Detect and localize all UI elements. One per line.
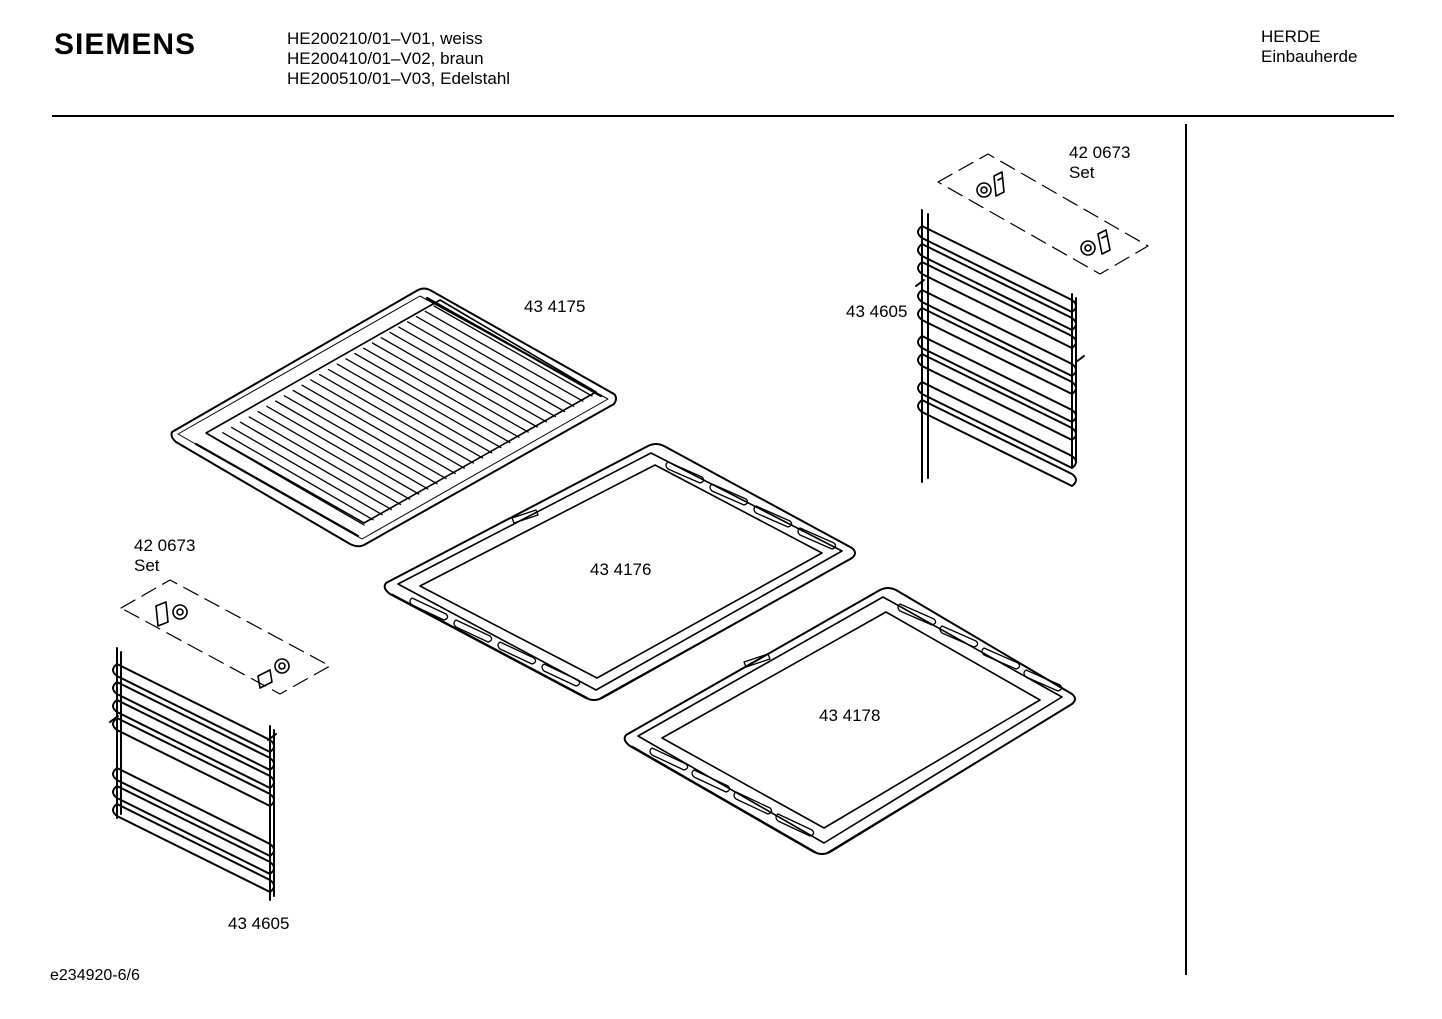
clip-set-right-drawing (937, 153, 1149, 275)
part-number-grid: 43 4175 (524, 297, 586, 316)
part-number-rail-right: 43 4605 (846, 302, 908, 321)
model-line: HE200510/01–V03, Edelstahl (287, 69, 511, 88)
clip-icon (155, 601, 290, 689)
deep-tray-drawing (623, 587, 1076, 855)
part-number-clip-set-left: 42 0673 Set (134, 536, 195, 576)
side-rail-right-drawing (915, 209, 1085, 487)
model-line: HE200210/01–V01, weiss (287, 29, 483, 48)
category-main: HERDE (1261, 27, 1321, 46)
oven-grid-drawing (170, 287, 617, 548)
model-list: HE200210/01–V01, weiss HE200410/01–V02, … (287, 29, 510, 89)
category-sub: Einbauherde (1261, 47, 1358, 66)
side-rail-left-drawing (109, 647, 277, 901)
part-number-rail-left: 43 4605 (228, 914, 290, 933)
part-number-deep-tray: 43 4178 (819, 706, 881, 725)
clip-set-qualifier: Set (134, 556, 160, 575)
clip-icon (976, 171, 1111, 256)
clip-set-number: 42 0673 (134, 536, 196, 555)
clip-set-left-drawing (120, 579, 331, 695)
clip-set-number: 42 0673 (1069, 143, 1131, 162)
model-line: HE200410/01–V02, braun (287, 49, 484, 68)
part-number-baking-tray: 43 4176 (590, 560, 652, 579)
part-number-clip-set-right: 42 0673 Set (1069, 143, 1130, 183)
deep-tray-slots (649, 603, 1063, 837)
document-id: e234920-6/6 (50, 967, 140, 984)
clip-set-qualifier: Set (1069, 163, 1095, 182)
header-divider (52, 115, 1394, 117)
tray-slots (409, 461, 837, 687)
side-divider (1185, 124, 1187, 975)
brand-logo: SIEMENS (54, 28, 197, 61)
appliance-category: HERDE Einbauherde (1261, 27, 1357, 67)
baking-tray-drawing (383, 443, 856, 701)
